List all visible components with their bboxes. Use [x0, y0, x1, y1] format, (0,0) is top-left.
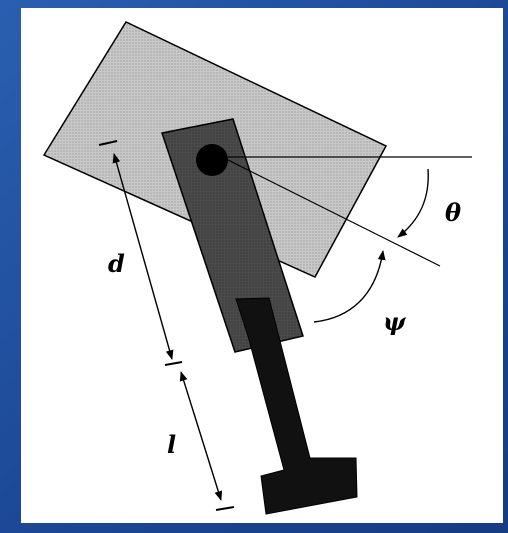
- upper-link: [161, 118, 304, 353]
- d-dimension-arrow: [112, 153, 174, 360]
- l-tick-bottom: [215, 506, 235, 511]
- psi-label: ψ: [383, 307, 407, 336]
- l-label: l: [167, 430, 176, 459]
- tilted-reference-line: [227, 159, 441, 267]
- d-tick-bottom: [164, 361, 183, 366]
- l-dimension-arrow: [179, 371, 223, 501]
- theta-angle-arrow: [397, 168, 429, 238]
- d-label: d: [108, 249, 125, 278]
- lower-link: [235, 297, 358, 515]
- theta-label: θ: [445, 198, 461, 227]
- d-tick-top: [98, 140, 118, 146]
- psi-angle-arrow: [313, 250, 386, 323]
- pivot-joint: [196, 144, 228, 176]
